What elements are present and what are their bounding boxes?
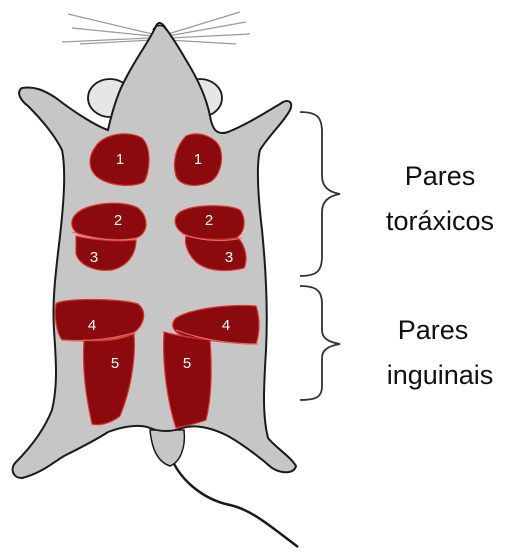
- gland-label-L5: 5: [111, 355, 119, 372]
- gland-label-L1: 1: [116, 151, 124, 168]
- gland-label-L3: 3: [90, 249, 98, 266]
- inguinal-label-line2: inguinais: [387, 360, 494, 390]
- gland-label-L4: 4: [88, 317, 96, 334]
- gland-label-R4: 4: [222, 317, 230, 334]
- gland-label-R5: 5: [183, 355, 191, 372]
- mouse-body: [13, 23, 296, 478]
- thoracic-label-line1: Pares: [405, 161, 476, 191]
- inguinal-brace: [300, 286, 340, 400]
- gland-L2: [72, 203, 146, 239]
- gland-label-R1: 1: [194, 151, 202, 168]
- tail-base: [150, 430, 184, 466]
- gland-label-R3: 3: [225, 249, 233, 266]
- thoracic-brace: [300, 112, 340, 276]
- gland-label-L2: 2: [114, 212, 122, 229]
- thoracic-label-line2: toráxicos: [386, 206, 494, 236]
- inguinal-label-line1: Pares: [398, 315, 469, 345]
- gland-label-R2: 2: [205, 212, 213, 229]
- gland-L4: [55, 300, 143, 341]
